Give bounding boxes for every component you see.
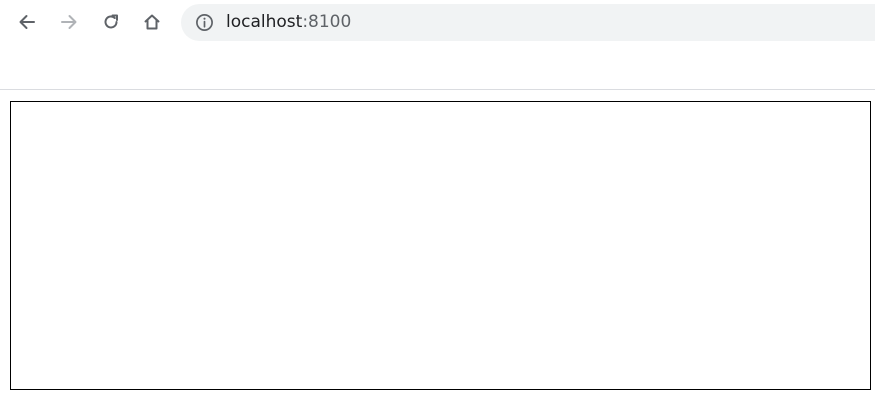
home-button[interactable]: [138, 8, 166, 36]
reload-icon: [104, 14, 118, 29]
arrow-left-icon: [19, 15, 35, 29]
url-port: :8100: [302, 12, 352, 32]
forward-button[interactable]: [55, 8, 83, 36]
browser-toolbar: localhost:8100: [0, 0, 875, 44]
arrow-right-icon: [61, 15, 77, 29]
home-icon: [144, 14, 160, 30]
browser-chrome-strip: [0, 44, 875, 90]
address-bar[interactable]: localhost:8100: [181, 4, 875, 41]
back-button[interactable]: [13, 8, 41, 36]
url-host: localhost: [226, 12, 303, 32]
reload-button[interactable]: [97, 8, 125, 36]
url-text[interactable]: localhost:8100: [226, 13, 351, 32]
info-circle-icon[interactable]: [195, 13, 214, 32]
content-frame: [10, 101, 871, 390]
